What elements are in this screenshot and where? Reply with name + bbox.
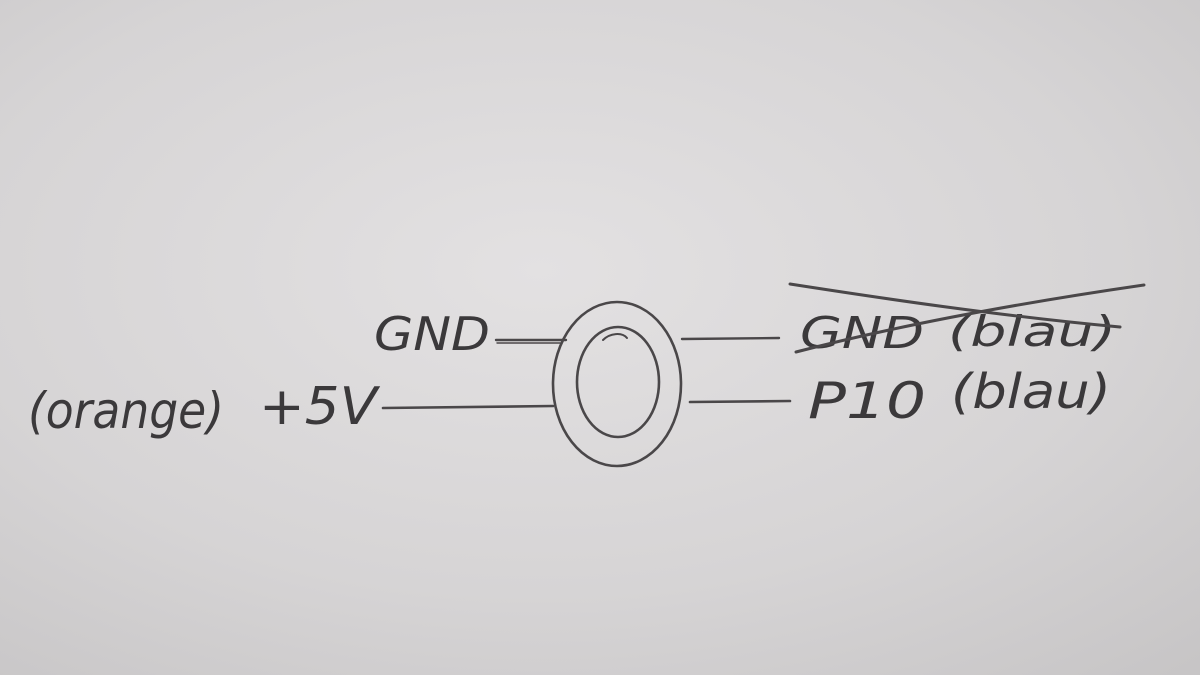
supply-wire <box>381 404 555 410</box>
connector-stroke-mark <box>602 333 628 341</box>
supply-label: +5V <box>259 377 381 437</box>
connector-outer-ring <box>551 300 683 468</box>
signal-wire <box>688 399 792 404</box>
signal-label: P10 <box>808 372 926 430</box>
supply-color-label: (orange) <box>28 382 224 440</box>
signal-color-label: (blau) <box>951 364 1111 420</box>
connector-inner-ring <box>575 325 661 439</box>
gnd-right-color-label: (blau) <box>948 307 1116 356</box>
connector-symbol <box>551 300 683 468</box>
gnd-right-label: GND <box>800 308 924 359</box>
gnd-left-label: GND <box>374 307 490 361</box>
wires <box>381 336 792 410</box>
gnd-right-wire <box>680 336 781 341</box>
strike-through-line <box>788 282 1122 329</box>
strike-through-line-2 <box>794 283 1146 354</box>
